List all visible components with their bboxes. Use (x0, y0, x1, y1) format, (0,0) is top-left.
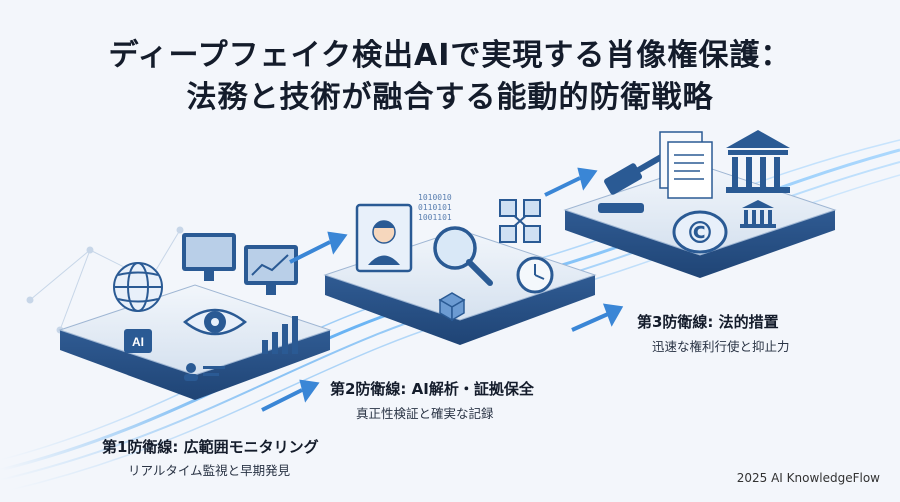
flow-arrow (571, 303, 624, 332)
stage2-subtitle: 真正性検証と確実な記録 (356, 406, 494, 421)
copyright-icon: © (672, 210, 728, 254)
face-photo-icon (355, 203, 413, 273)
svg-text:AI: AI (132, 335, 144, 349)
small-courthouse-icon (740, 200, 776, 228)
ai-chip-icon: AI (124, 329, 152, 353)
flow-arrow (289, 231, 348, 264)
clock-icon (516, 256, 554, 294)
stage1-heading: 第1防衛線: 広範囲モニタリング (102, 438, 319, 456)
flow-arrow (261, 379, 320, 412)
svg-text:©: © (685, 216, 715, 251)
stage3-subtitle: 迅速な権利行使と抑止力 (652, 339, 790, 354)
page-title-line2: 法務と技術が融合する能動的防衛戦略 (186, 80, 714, 115)
svg-text:1010010: 1010010 (418, 193, 452, 202)
credit-text: 2025 AI KnowledgeFlow (736, 471, 880, 485)
monitor-icon (244, 245, 298, 295)
bar-chart-icon (262, 316, 298, 354)
magnifier-icon (433, 226, 493, 286)
stage1-subtitle: リアルタイム監視と早期発見 (128, 463, 291, 478)
svg-text:1001101: 1001101 (418, 213, 452, 222)
svg-text:0110101: 0110101 (418, 203, 452, 212)
document-icon (659, 131, 713, 199)
courthouse-icon (726, 130, 790, 193)
platform-monitoring (58, 284, 332, 400)
stage3-heading: 第3防衛線: 法的措置 (637, 313, 779, 331)
blockchain-icon (499, 199, 541, 243)
flow-arrow (544, 167, 598, 197)
page-title-line1: ディープフェイク検出AIで実現する肖像権保護： (108, 38, 792, 73)
eye-icon (182, 308, 248, 336)
stage2-heading: 第2防衛線: AI解析・証拠保全 (330, 380, 534, 398)
cube-icon (438, 292, 466, 322)
network-lines (26, 226, 184, 334)
user-profile-icon (184, 363, 225, 381)
globe-icon (113, 262, 163, 312)
monitor-icon (182, 233, 236, 281)
